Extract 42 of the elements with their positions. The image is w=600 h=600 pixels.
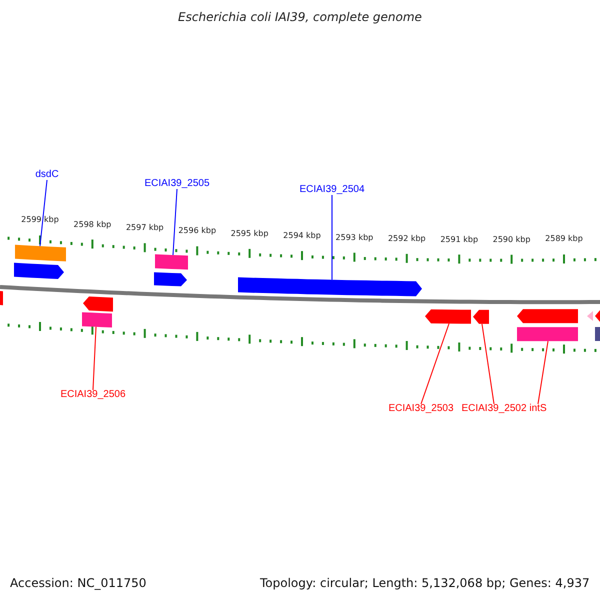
gene-feature [238,277,422,296]
feature-bar [82,312,112,328]
scale-label: 2592 kbp [388,234,426,243]
scale-label: 2598 kbp [74,220,112,229]
feature-bar [517,327,578,342]
gene-label: dsdC [35,170,59,180]
gene-feature [517,309,578,324]
gene-label: ECIAI39_2502 [461,404,527,414]
gene-label: ECIAI39_2506 [60,390,126,400]
leader-line [420,323,450,404]
gene-feature [595,308,600,323]
feature-bar [15,244,66,262]
gene-label: ECIAI39_2504 [299,185,365,195]
gene-label: intS [529,404,547,414]
scale-label: 2596 kbp [178,227,216,236]
gene-feature [154,272,187,286]
scale-label: 2589 kbp [545,235,583,244]
scale-label: 2590 kbp [492,236,530,244]
gene-feature [473,310,489,324]
leader-line [172,188,178,256]
gene-feature [587,311,593,321]
feature-bar [595,326,600,341]
gene-label: ECIAI39_2503 [388,404,454,414]
scale-label: 2593 kbp [336,234,374,242]
scale-label: 2599 kbp [21,216,59,224]
gene-feature [14,262,64,279]
gene-label: ECIAI39_2505 [144,179,210,189]
genome-stats-text: Topology: circular; Length: 5,132,068 bp; Genes: 4,937 [260,577,590,589]
scale-label: 2591 kbp [440,236,478,244]
feature-bar [0,290,3,306]
leader-line [92,326,96,390]
leader-line [482,323,494,404]
leader-line [538,340,548,404]
leader-line [40,180,48,247]
gene-feature [425,309,471,324]
map-title: Escherichia coli IAI39, complete genome [178,11,422,23]
scale-label: 2597 kbp [126,224,164,232]
accession-text: Accession: NC_011750 [10,577,146,589]
gene-feature [83,296,113,312]
scale-label: 2595 kbp [230,230,268,238]
feature-bar [155,254,188,270]
scale-label: 2594 kbp [283,232,321,240]
